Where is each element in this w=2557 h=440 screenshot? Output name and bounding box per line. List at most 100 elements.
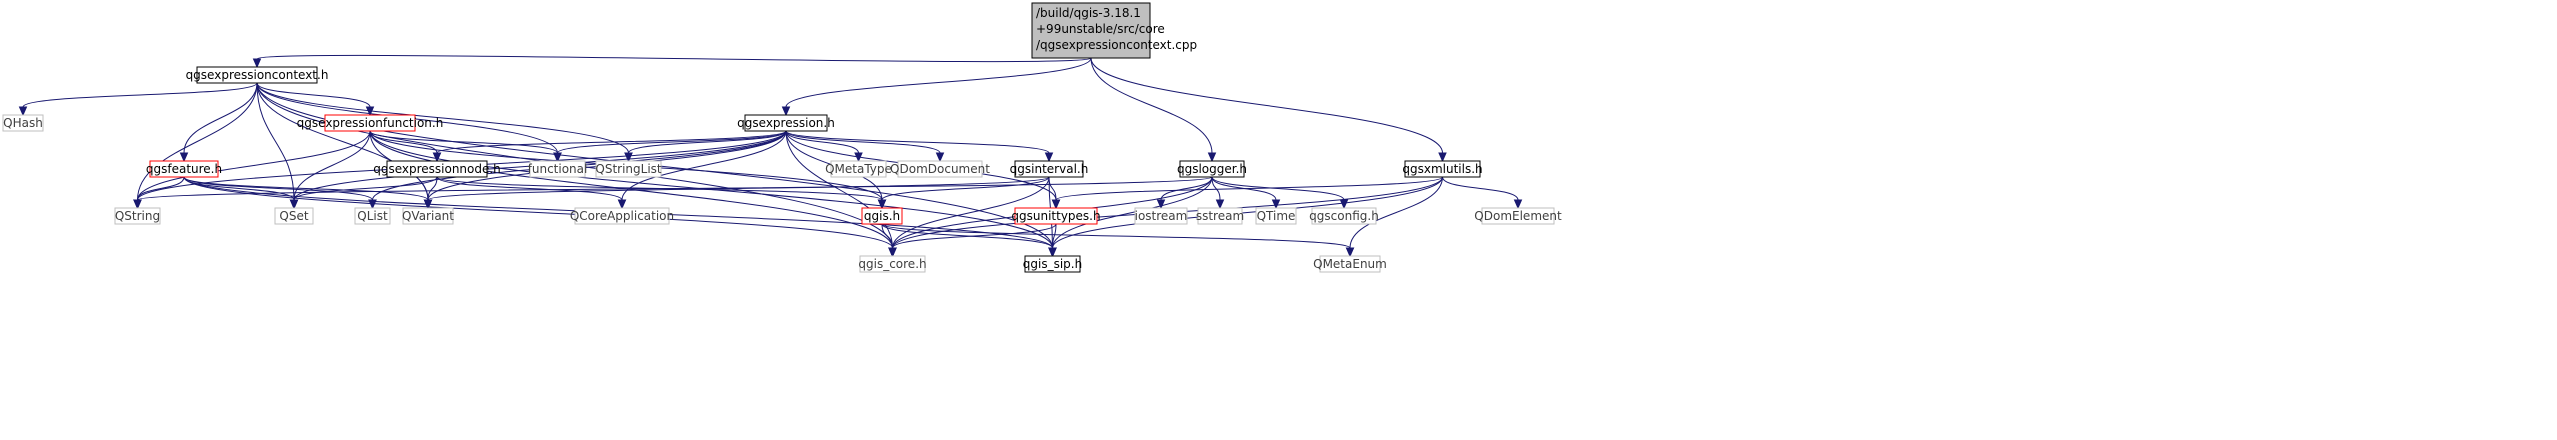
node-QDomElement: QDomElement <box>1474 207 1562 225</box>
node-label: QCoreApplication <box>570 209 674 223</box>
node-label: qgsexpressionfunction.h <box>297 116 444 130</box>
node-functional: functional <box>528 160 587 178</box>
node-label: QHash <box>3 116 43 130</box>
node-box <box>149 160 219 178</box>
edge-line <box>892 176 1050 249</box>
node-qgsexpression-h[interactable]: qgsexpression.h <box>737 114 835 132</box>
node-QString: QString <box>114 207 161 225</box>
edge-arrowhead <box>252 58 262 69</box>
edge-qgsexpressionfunction_h-to-functional <box>369 130 562 163</box>
node-qgis-core-h: qgis_core.h <box>858 255 927 273</box>
edge-qgsexpression_h-to-functional <box>553 130 787 163</box>
edge-arrowhead <box>133 199 142 210</box>
edge-qgis_h-to-QMetaEnum <box>881 223 1355 258</box>
node-box <box>859 255 926 273</box>
edge-line <box>1349 176 1443 249</box>
edge-qgsxmlutils_h-to-qgsunittypes_h <box>1051 176 1443 210</box>
node-label: qgis_core.h <box>858 257 926 271</box>
edge-qgsunittypes_h-to-qgis_core_h <box>888 223 1057 258</box>
node-box <box>386 160 488 178</box>
node-box <box>744 114 828 132</box>
edge-line <box>557 130 787 154</box>
edge-root-to-qgslogger_h <box>1090 57 1217 163</box>
edge-line <box>183 82 258 154</box>
node-label: qgsinterval.h <box>1010 162 1089 176</box>
edge-qgsexpression_h-to-qgsexpressionnode_h <box>432 130 787 163</box>
edge-line <box>427 176 438 201</box>
node-box <box>1024 255 1081 273</box>
node-box <box>1311 207 1377 225</box>
edge-line <box>137 176 1213 201</box>
node-box <box>574 207 670 225</box>
node-qgsexpressionfunction-h[interactable]: qgsexpressionfunction.h <box>297 114 444 132</box>
node-box <box>529 160 586 178</box>
edge-arrowhead <box>18 106 28 117</box>
edge-root-to-qgsexpressioncontext_h <box>252 54 1092 69</box>
node-qgsunittypes-h[interactable]: qgsunittypes.h <box>1011 207 1101 225</box>
edge-qgsexpression_h-to-qgsinterval_h <box>785 130 1054 163</box>
node-qgis-h[interactable]: qgis.h <box>861 207 903 225</box>
edge-line <box>183 176 429 201</box>
node-QMetaType: QMetaType <box>825 160 892 178</box>
edge-root-to-qgsxmlutils_h <box>1090 57 1447 163</box>
edge-qgslogger_h-to-qgsconfig_h <box>1211 176 1349 210</box>
edge-arrowhead <box>624 152 633 163</box>
node-label: QVariant <box>402 209 454 223</box>
node-label: qgsfeature.h <box>146 162 222 176</box>
edge-line <box>256 54 1092 63</box>
edge-arrowhead <box>289 199 299 210</box>
node-label: qgsunittypes.h <box>1011 209 1100 223</box>
node-sstream: sstream <box>1196 207 1244 225</box>
node-box <box>1404 160 1481 178</box>
edge-line <box>881 223 893 249</box>
edge-line <box>881 223 1351 249</box>
node-qgsfeature-h[interactable]: qgsfeature.h <box>146 160 222 178</box>
edge-qgsxmlutils_h-to-QMetaEnum <box>1345 176 1443 258</box>
edge-line <box>436 130 787 154</box>
node-label: QDomDocument <box>890 162 990 176</box>
node-label: QMetaEnum <box>1313 257 1387 271</box>
edge-qgsexpressioncontext_h-to-QHash <box>18 82 258 117</box>
edge-line <box>1442 176 1519 201</box>
node-qgsexpressionnode-h[interactable]: qgsexpressionnode.h <box>373 160 501 178</box>
node-box <box>1134 207 1188 225</box>
node-label: QStringList <box>595 162 662 176</box>
edge-line <box>137 176 185 201</box>
edge-qgsinterval_h-to-qgis_h <box>877 176 1050 210</box>
edge-arrowhead <box>432 152 442 163</box>
node-qgsexpressioncontext-h[interactable]: qgsexpressioncontext.h <box>186 66 329 84</box>
node-qgsconfig-h: qgsconfig.h <box>1309 207 1379 225</box>
node-box <box>1481 207 1555 225</box>
node-box <box>1014 160 1084 178</box>
edge-line <box>436 176 623 201</box>
edge-line <box>1090 57 1213 154</box>
node-box <box>274 207 314 225</box>
node-qgis-sip-h[interactable]: qgis_sip.h <box>1023 255 1082 273</box>
node-box <box>196 66 318 84</box>
edge-arrowhead <box>781 106 791 117</box>
node-label: QMetaType <box>825 162 892 176</box>
node-box <box>324 114 416 132</box>
node-label: QList <box>357 209 388 223</box>
node-root[interactable]: /build/qgis-3.18.1+99unstable/src/core/q… <box>1031 2 1197 59</box>
node-qgsxmlutils-h[interactable]: qgsxmlutils.h <box>1402 160 1483 178</box>
edge-line <box>1052 176 1213 249</box>
edge-line <box>256 82 295 201</box>
node-QStringList: QStringList <box>595 160 662 178</box>
node-label: qgis.h <box>864 209 900 223</box>
edge-arrowhead <box>1215 199 1225 210</box>
node-box <box>830 160 887 178</box>
node-label: qgsexpression.h <box>737 116 835 130</box>
edge-qgsexpression_h-to-QDomDocument <box>785 130 945 163</box>
edge-line <box>892 223 1057 249</box>
node-label-line: /build/qgis-3.18.1 <box>1036 6 1141 20</box>
node-label: sstream <box>1196 209 1244 223</box>
edge-arrowhead <box>1207 152 1217 163</box>
node-qgsinterval-h[interactable]: qgsinterval.h <box>1010 160 1089 178</box>
edge-arrowhead <box>617 199 627 210</box>
edge-qgslogger_h-to-QString <box>133 176 1213 210</box>
node-qgslogger-h[interactable]: qgslogger.h <box>1177 160 1247 178</box>
edge-line <box>293 176 438 201</box>
edge-line <box>1211 176 1345 201</box>
edge-line <box>137 130 371 201</box>
